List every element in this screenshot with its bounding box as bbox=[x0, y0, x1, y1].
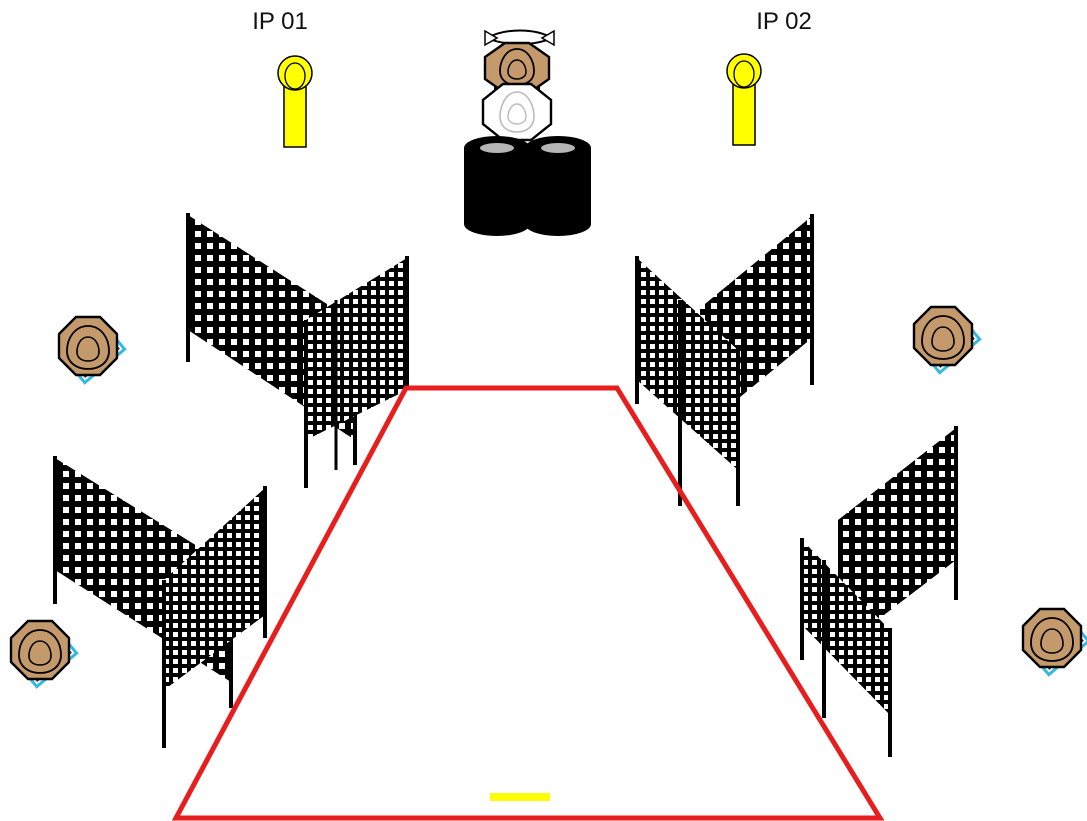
mesh-fence-upper-right bbox=[635, 214, 814, 506]
ip01-label: IP 01 bbox=[252, 8, 308, 35]
ip02-label: IP 02 bbox=[756, 8, 812, 35]
steel-target-right-upper-icon bbox=[912, 305, 982, 375]
swinger-rotate-arrow-icon bbox=[484, 29, 555, 47]
shooting-area-border bbox=[171, 385, 885, 821]
no-shoot-target-icon bbox=[481, 82, 553, 142]
ip02-marker-icon bbox=[726, 53, 762, 146]
mesh-fence-lower-right bbox=[800, 426, 958, 757]
steel-target-left-upper-icon bbox=[57, 315, 127, 385]
mesh-fence-lower-left bbox=[53, 456, 267, 748]
tire-stack bbox=[464, 136, 591, 236]
ip01-marker-icon bbox=[277, 55, 313, 148]
mesh-fence-upper-left bbox=[186, 213, 409, 488]
steel-target-right-lower-icon bbox=[1021, 607, 1087, 677]
start-position-marker bbox=[490, 793, 550, 801]
steel-target-left-lower-icon bbox=[9, 619, 79, 689]
